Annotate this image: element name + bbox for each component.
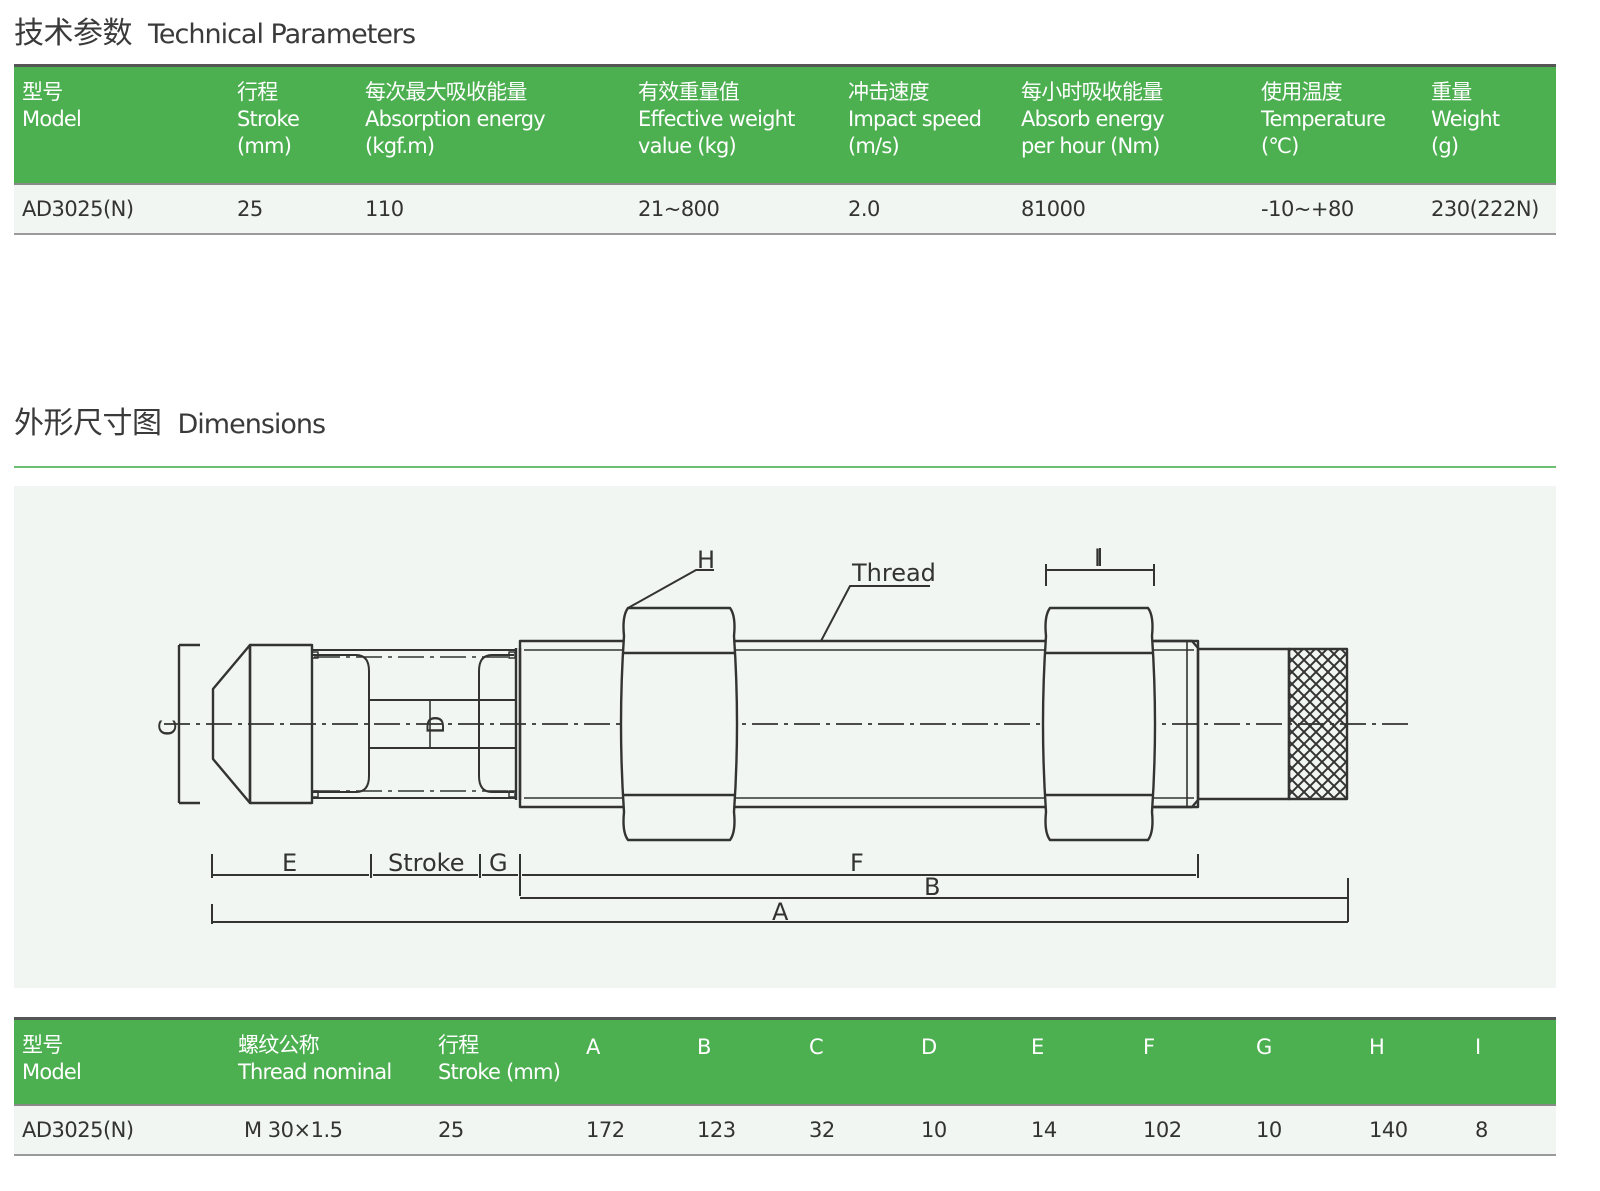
table-row: AD3025(N) 25 110 21~800 2.0 81000 -10~+8… [14,183,1556,234]
label-f: F [850,849,864,877]
cell-impact-speed: 2.0 [848,196,880,221]
cell-d: 10 [921,1117,947,1142]
label-e: E [282,849,297,877]
label-g: G [489,849,508,877]
cell-b: 123 [697,1117,736,1142]
cell-model: AD3025(N) [22,196,134,221]
label-i: I [1094,544,1101,572]
header-d: D [921,1035,937,1059]
cell-f: 102 [1143,1117,1182,1142]
cell-weight: 230(222N) [1431,196,1539,221]
bumper-cap [211,643,314,805]
section-title-technical-parameters: 技术参数 Technical Parameters [14,8,416,52]
label-c: C [154,719,182,736]
header-c: C [809,1035,824,1059]
header-h: H [1369,1035,1385,1059]
header-a: A [586,1035,600,1059]
header-e: E [1031,1035,1044,1059]
knurled-end [1198,647,1349,801]
label-a: A [772,898,789,926]
header-g: G [1256,1035,1272,1059]
label-b: B [924,873,940,901]
cell-e: 14 [1031,1117,1057,1142]
dimension-i [1045,548,1155,586]
cell-energy-per-hour: 81000 [1021,196,1086,221]
dimension-c [177,643,200,805]
cell-effective-weight: 21~800 [638,196,720,221]
leader-thread [820,585,930,642]
cell-i: 8 [1475,1117,1488,1142]
cell-stroke: 25 [237,196,263,221]
cell-temperature: -10~+80 [1261,196,1354,221]
piston-rod [311,648,522,800]
leader-h [627,569,714,609]
label-d: D [422,716,450,734]
table-row: AD3025(N) M 30×1.5 25 172 123 32 10 14 1… [14,1104,1556,1155]
section-title-en: Dimensions [177,409,327,440]
header-f: F [1143,1035,1155,1059]
cell-model: AD3025(N) [22,1117,134,1142]
label-stroke: Stroke [388,849,464,877]
hex-nut-2 [1041,606,1157,842]
cell-h: 140 [1369,1117,1408,1142]
label-h: H [697,546,715,574]
dimension-lines [211,854,1349,924]
section-divider [14,466,1556,468]
cell-a: 172 [586,1117,625,1142]
cell-absorption-energy: 110 [365,196,404,221]
header-i: I [1475,1035,1481,1059]
label-thread: Thread [851,559,936,587]
cell-thread-nominal: M 30×1.5 [244,1117,343,1142]
hex-nut-1 [619,606,739,842]
header-b: B [697,1035,711,1059]
cell-g: 10 [1256,1117,1282,1142]
shock-absorber-drawing: H Thread I C D E Stroke G F B A [154,544,1414,926]
section-title-cn: 外形尺寸图 [14,406,162,441]
cell-stroke: 25 [438,1117,464,1142]
cell-c: 32 [809,1117,835,1142]
section-title-en: Technical Parameters [148,19,416,50]
dimension-drawing: H Thread I C D E Stroke G F B A [14,486,1556,988]
section-title-cn: 技术参数 [14,16,133,51]
section-title-dimensions: 外形尺寸图 Dimensions [14,398,327,442]
